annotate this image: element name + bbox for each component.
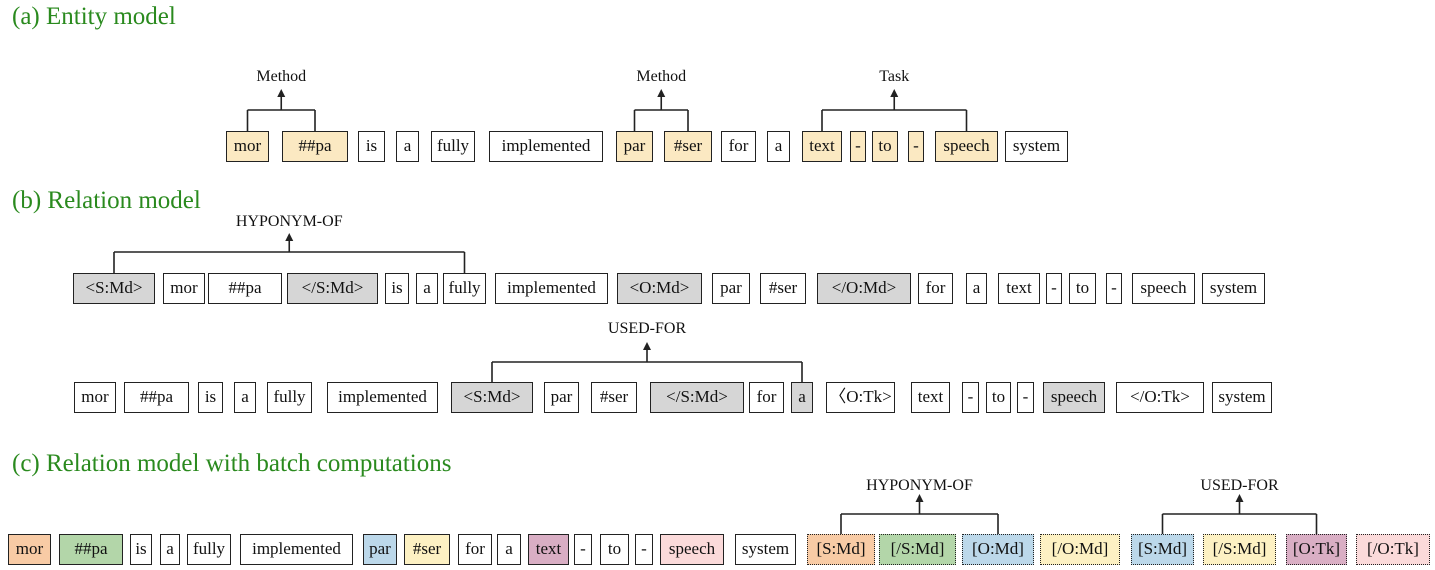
relation-token: implemented (495, 273, 608, 304)
batch-token: text (528, 534, 569, 565)
batch-marker-token: [S:Md] (1131, 534, 1194, 565)
marker-token: <O:Md> (617, 273, 702, 304)
entity-token: a (396, 131, 419, 162)
relation-token: mor (74, 382, 116, 413)
marker-token: speech (1043, 382, 1105, 413)
relation-token: par (544, 382, 579, 413)
batch-token: speech (660, 534, 724, 565)
batch-link-1-arrow-head (1235, 494, 1244, 502)
batch-token: is (130, 534, 152, 565)
batch-token: mor (8, 534, 51, 565)
relation-token: for (749, 382, 784, 413)
relation-token: #ser (760, 273, 806, 304)
relation-token: a (966, 273, 987, 304)
relation-token: ##pa (208, 273, 282, 304)
relation-token: is (198, 382, 223, 413)
batch-token: #ser (404, 534, 450, 565)
entity-token: implemented (489, 131, 603, 162)
entity-span-0-label: Method (256, 68, 307, 85)
relation-token: is (385, 273, 409, 304)
batch-token: - (574, 534, 592, 565)
batch-token: a (160, 534, 180, 565)
relation-token: a (416, 273, 438, 304)
relation-token: - (1106, 273, 1122, 304)
entity-token: par (616, 131, 653, 162)
entity-span-2-label: Task (879, 68, 910, 85)
entity-span-1-label: Method (636, 68, 687, 85)
batch-token: system (735, 534, 796, 565)
relation-token: text (998, 273, 1040, 304)
relation-token: </O:Tk> (1116, 382, 1204, 413)
relation-link-used-for-label: USED-FOR (607, 320, 687, 337)
entity-token: - (908, 131, 924, 162)
relation-token: system (1202, 273, 1265, 304)
batch-token: fully (187, 534, 231, 565)
entity-token: for (721, 131, 756, 162)
relation-token: 〈O:Tk> (826, 382, 895, 413)
relation-link-hyponym-arrow-head (285, 233, 294, 241)
entity-span-0-arrow-head (277, 89, 286, 97)
entity-token: is (358, 131, 385, 162)
entity-span-2-arrow-head (890, 89, 899, 97)
relation-link-hyponym-label: HYPONYM-OF (235, 213, 343, 230)
entity-token: fully (431, 131, 475, 162)
relation-token: to (986, 382, 1011, 413)
entity-token: - (850, 131, 866, 162)
relation-token: for (918, 273, 953, 304)
relation-token: fully (267, 382, 312, 413)
relation-token: implemented (327, 382, 438, 413)
relation-token: - (1046, 273, 1062, 304)
heading-relation-model: (b) Relation model (12, 187, 201, 214)
entity-token: ##pa (282, 131, 348, 162)
entity-token: to (872, 131, 898, 162)
batch-token: for (458, 534, 492, 565)
batch-token: implemented (240, 534, 353, 565)
batch-link-0-arrow-head (915, 494, 924, 502)
marker-token: </O:Md> (817, 273, 911, 304)
batch-token: ##pa (59, 534, 123, 565)
marker-token: <S:Md> (451, 382, 533, 413)
entity-token: #ser (664, 131, 712, 162)
marker-token: </S:Md> (650, 382, 744, 413)
entity-token: speech (935, 131, 998, 162)
batch-token: - (635, 534, 653, 565)
relation-token: par (712, 273, 750, 304)
batch-link-1-label: USED-FOR (1200, 477, 1279, 494)
relation-token: system (1212, 382, 1272, 413)
relation-token: to (1069, 273, 1096, 304)
relation-token: fully (443, 273, 486, 304)
entity-token: a (767, 131, 790, 162)
marker-token: <S:Md> (73, 273, 155, 304)
entity-span-1-arrow-head (657, 89, 666, 97)
batch-marker-token: [O:Md] (962, 534, 1034, 565)
batch-marker-token: [/S:Md] (1203, 534, 1276, 565)
batch-token: par (363, 534, 397, 565)
batch-token: to (600, 534, 629, 565)
relation-token: - (1017, 382, 1034, 413)
relation-link-used-for-arrow-head (643, 342, 651, 350)
entity-token: text (802, 131, 842, 162)
marker-token: </S:Md> (287, 273, 378, 304)
batch-marker-token: [O:Tk] (1286, 534, 1347, 565)
batch-link-0-label: HYPONYM-OF (866, 477, 973, 494)
marker-token: a (791, 382, 813, 413)
entity-token: mor (226, 131, 269, 162)
batch-marker-token: [S:Md] (807, 534, 875, 565)
batch-token: a (497, 534, 521, 565)
heading-entity-model: (a) Entity model (12, 3, 176, 30)
relation-token: a (234, 382, 256, 413)
relation-token: text (911, 382, 950, 413)
relation-token: speech (1132, 273, 1195, 304)
relation-token: ##pa (124, 382, 189, 413)
batch-marker-token: [/O:Tk] (1356, 534, 1430, 565)
entity-token: system (1005, 131, 1068, 162)
batch-marker-token: [/O:Md] (1040, 534, 1120, 565)
batch-marker-token: [/S:Md] (879, 534, 956, 565)
relation-token: #ser (591, 382, 637, 413)
relation-token: - (962, 382, 979, 413)
relation-token: mor (163, 273, 205, 304)
heading-batch-relation-model: (c) Relation model with batch computatio… (12, 450, 452, 477)
